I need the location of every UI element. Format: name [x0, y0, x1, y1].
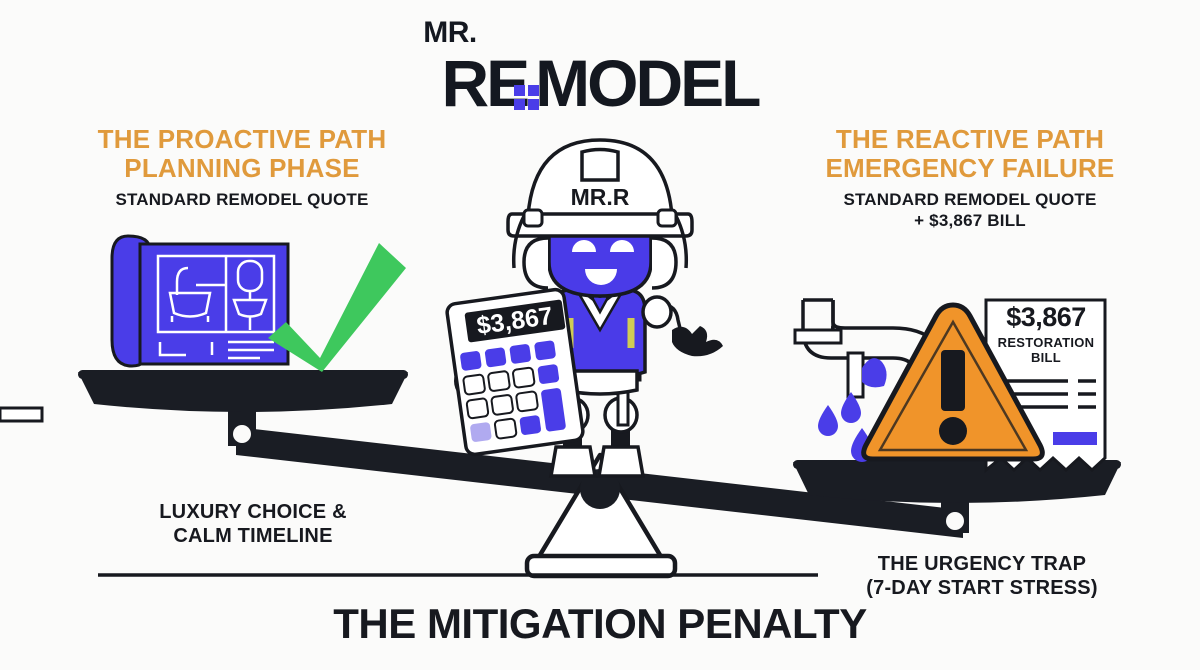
left-heading-line2: PLANNING PHASE	[124, 153, 360, 184]
toilet-tank-icon	[236, 259, 264, 293]
calculator-illustration: $3,867	[445, 287, 585, 457]
bill-highlight-bar	[1053, 432, 1097, 445]
hard-hat-ridge	[580, 147, 620, 182]
robot-eye-right	[610, 240, 634, 252]
pipe-collar-top	[793, 328, 843, 345]
left-caption: LUXURY CHOICE & CALM TIMELINE	[159, 501, 347, 547]
bathtub-icon	[168, 291, 212, 318]
logo-prefix: MR.	[423, 16, 477, 49]
robot-head	[547, 226, 653, 298]
brand-logo: MR. RE MODEL	[0, 16, 1200, 120]
calculator-screen	[464, 299, 566, 343]
calculator-key	[460, 351, 482, 371]
leak-splash	[862, 358, 887, 388]
hard-hat-brim	[506, 212, 694, 238]
sink-icon	[232, 298, 268, 318]
right-pivot-hole	[946, 512, 964, 530]
robot-eye-left	[572, 240, 596, 252]
left-pan	[78, 372, 408, 412]
blueprint-plan-frame	[156, 254, 276, 334]
left-heading-line1: THE PROACTIVE PATH	[97, 124, 387, 154]
calculator-key	[487, 370, 511, 392]
leaking-pipe-illustration	[0, 298, 950, 462]
right-heading-line2: EMERGENCY FAILURE	[825, 153, 1115, 184]
fulcrum-pivot	[580, 469, 620, 509]
hard-hat-strap	[674, 215, 689, 269]
calculator-key	[509, 344, 531, 364]
warning-triangle-icon	[861, 302, 1045, 462]
right-heading-line1: THE REACTIVE PATH	[835, 124, 1105, 154]
calculator-key	[519, 415, 541, 435]
water-drop-icon	[841, 392, 861, 423]
calculator-key	[537, 364, 560, 384]
pipe-collar-bottom	[0, 406, 44, 423]
robot-right-hand	[672, 326, 723, 357]
calculator-key	[470, 422, 492, 442]
right-subheading-2: + $3,867 BILL	[914, 211, 1026, 231]
calculator-keypad	[460, 340, 566, 442]
calculator-key	[534, 340, 556, 361]
helmet-label: MR.R	[571, 184, 630, 210]
right-subheading: STANDARD REMODEL QUOTE	[843, 190, 1097, 210]
calculator-key	[515, 390, 539, 413]
calculator-key	[490, 394, 514, 416]
calculator-key-tall	[541, 388, 566, 432]
bill-label-line1: RESTORATION	[997, 335, 1095, 350]
logo-word-part2: MODEL	[535, 46, 761, 120]
right-heading-block: THE REACTIVE PATH EMERGENCY FAILURE STAN…	[780, 124, 1160, 231]
robot-ear-right	[651, 236, 678, 290]
robot-ear-left	[522, 236, 549, 290]
calculator-key	[465, 397, 490, 420]
calculator-key	[484, 347, 507, 368]
left-pan-rim	[78, 370, 408, 379]
robot-foot	[548, 445, 598, 478]
calculator-key	[462, 373, 486, 396]
blueprint-corner-mark	[158, 342, 186, 357]
bill-label-line2: BILL	[1030, 350, 1062, 365]
robot-shoulder-joint	[641, 295, 673, 329]
warning-triangle-inner	[877, 319, 1029, 452]
robot-foot	[596, 445, 646, 478]
logo-wordmark: RE MODEL	[441, 46, 761, 120]
water-drop-icon	[818, 405, 838, 436]
shower-arm-icon	[175, 266, 189, 283]
left-subheading: STANDARD REMODEL QUOTE	[115, 190, 369, 210]
window-grid-icon	[514, 85, 540, 110]
exclamation-bar	[941, 350, 965, 411]
left-pivot-hole	[233, 425, 251, 443]
robot-smile	[585, 269, 617, 285]
calculator-key	[493, 417, 518, 440]
hard-hat-clip	[522, 208, 544, 228]
main-title: THE MITIGATION PENALTY	[333, 600, 867, 647]
checkmark-icon	[268, 243, 406, 372]
right-caption: THE URGENCY TRAP (7-DAY START STRESS)	[866, 553, 1098, 599]
bill-amount: $3,867	[1006, 302, 1086, 332]
calculator-key	[512, 366, 536, 389]
left-heading-block: THE PROACTIVE PATH PLANNING PHASE STANDA…	[42, 124, 442, 210]
blueprint-illustration	[110, 234, 290, 368]
bill-text-block: $3,867 RESTORATION BILL	[988, 302, 1104, 365]
right-pan	[793, 462, 1121, 503]
hard-hat-clip	[656, 208, 678, 228]
exclamation-dot	[939, 417, 967, 445]
hard-hat-strap	[511, 215, 526, 269]
